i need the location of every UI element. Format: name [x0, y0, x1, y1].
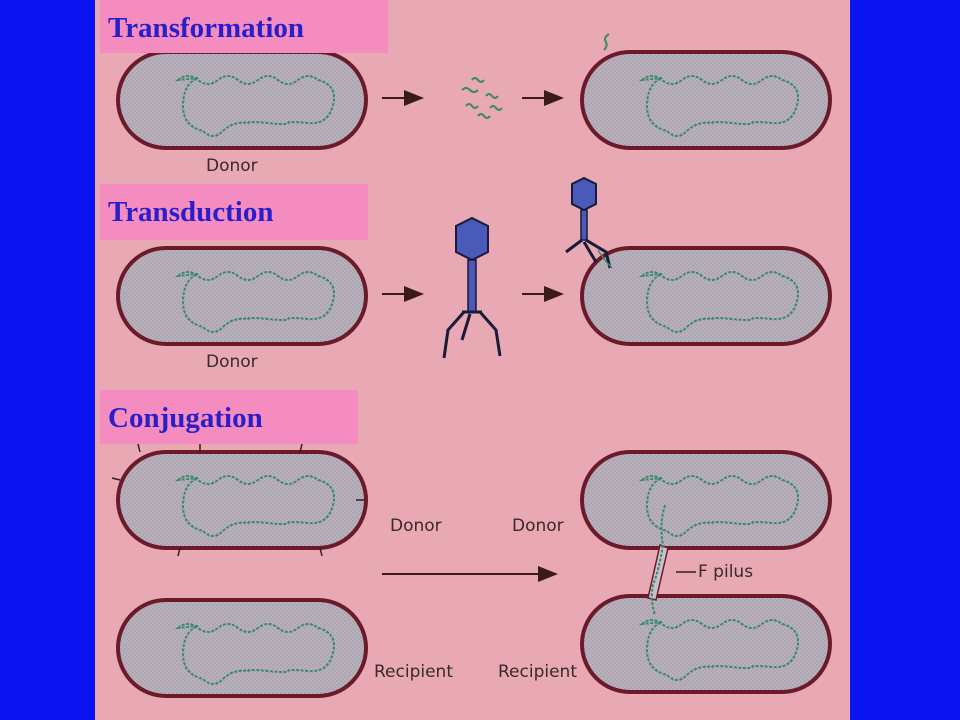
recipient-cell-conjugation-left	[116, 598, 368, 698]
free-dna-fragments	[461, 77, 503, 119]
f-pilus-bridge	[647, 504, 696, 616]
donor-cell-conjugation-left	[111, 443, 368, 557]
donor-cell-transformation	[116, 50, 368, 150]
recipient-cell-conjugation-right	[580, 594, 832, 694]
recipient-cell-transduction	[580, 246, 832, 346]
donor-label-transformation: Donor	[206, 156, 258, 176]
section-title-conjugation: Conjugation	[100, 390, 358, 444]
bacteriophage	[442, 216, 502, 359]
bacteriophage-attached	[565, 176, 613, 269]
donor-label-conjugation-left: Donor	[390, 516, 442, 536]
recipient-cell-transformation	[580, 33, 832, 150]
recipient-label-left: Recipient	[374, 662, 453, 682]
f-pilus-label: F pilus	[698, 562, 754, 582]
section-title-transduction: Transduction	[100, 184, 368, 240]
donor-label-transduction: Donor	[206, 352, 258, 372]
donor-label-conjugation-right: Donor	[512, 516, 564, 536]
donor-cell-conjugation-right	[580, 450, 832, 550]
donor-cell-transduction	[116, 246, 368, 346]
recipient-label-right: Recipient	[498, 662, 577, 682]
section-title-transformation: Transformation	[100, 0, 388, 53]
